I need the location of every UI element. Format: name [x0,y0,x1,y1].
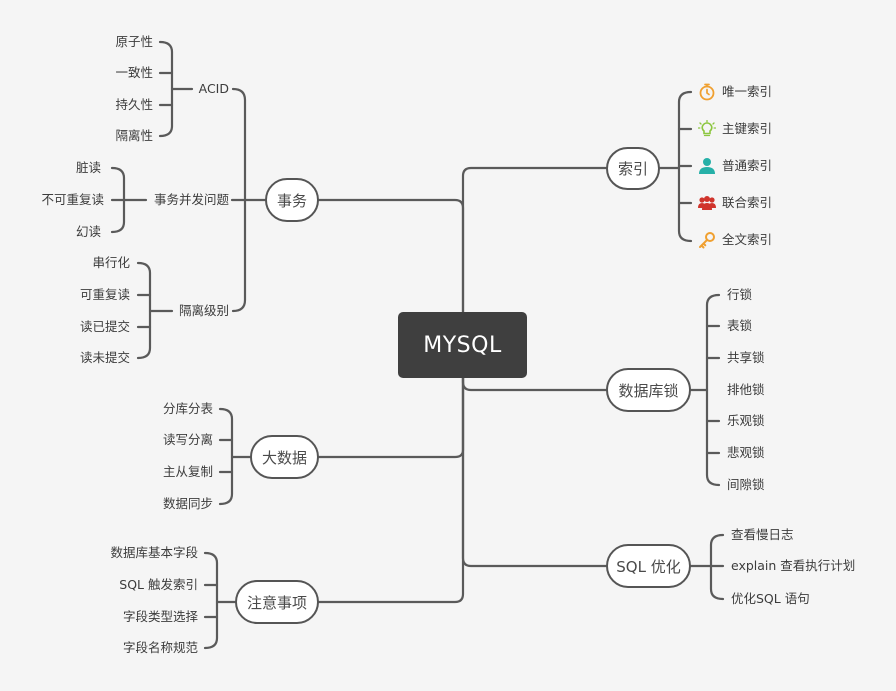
index-item[interactable]: 普通索引 [722,158,773,173]
connector-acid-bracket [158,40,174,138]
lock-item[interactable]: 间隙锁 [727,477,765,492]
group-icon [698,196,716,210]
lightbulb-icon [698,120,716,137]
index-item[interactable]: 唯一索引 [722,84,773,99]
sqlopt-item[interactable]: 优化SQL 语句 [731,591,810,606]
person-icon [699,158,715,174]
lock-item[interactable]: 乐观锁 [727,413,765,428]
isolation-item[interactable]: 串行化 [92,255,130,270]
stopwatch-icon [699,83,715,101]
connector-bigdata-bracket [218,407,234,506]
notes-item[interactable]: SQL 触发索引 [119,577,198,592]
concurrency-item[interactable]: 幻读 [75,224,101,239]
connector-iso-bracket [136,261,152,360]
node-shiwu[interactable]: 事务 [265,178,319,222]
connector-root-locks [461,376,608,392]
index-item[interactable]: 联合索引 [722,195,773,210]
concurrency-item[interactable]: 脏读 [75,160,101,175]
lock-item[interactable]: 行锁 [727,287,753,302]
connector-root-notes [316,376,465,604]
lock-item[interactable]: 表锁 [727,318,753,333]
lock-item[interactable]: 悲观锁 [727,445,765,460]
notes-item[interactable]: 字段类型选择 [122,609,198,624]
index-item[interactable]: 主键索引 [722,121,773,136]
node-locks[interactable]: 数据库锁 [606,368,691,412]
isolation-item[interactable]: 可重复读 [79,287,130,302]
lock-item[interactable]: 共享锁 [727,350,765,365]
group-isolation[interactable]: 隔离级别 [178,303,229,318]
group-acid[interactable]: ACID [198,81,229,96]
lock-item[interactable]: 排他锁 [727,382,765,397]
notes-item[interactable]: 字段名称规范 [122,640,198,655]
acid-item[interactable]: 一致性 [115,65,153,80]
connector-root-shiwu [316,198,465,314]
bigdata-item[interactable]: 读写分离 [162,432,213,447]
connector-root-bigdata [316,376,465,459]
node-notes[interactable]: 注意事项 [235,580,319,624]
key-icon [699,232,715,249]
connector-root-sqlopt [461,376,608,568]
sqlopt-item[interactable]: 查看慢日志 [731,527,794,542]
isolation-item[interactable]: 读未提交 [79,350,130,365]
isolation-item[interactable]: 读已提交 [79,319,130,334]
bigdata-item[interactable]: 数据同步 [162,496,213,511]
connector-locks-bracket [705,293,721,487]
connector-root-index [461,166,608,314]
acid-item[interactable]: 隔离性 [115,128,153,143]
acid-item[interactable]: 持久性 [115,97,153,112]
group-concurrency[interactable]: 事务并发问题 [153,192,229,207]
bigdata-item[interactable]: 主从复制 [162,464,213,479]
node-index[interactable]: 索引 [606,147,660,190]
notes-item[interactable]: 数据库基本字段 [110,545,198,560]
node-sqlopt[interactable]: SQL 优化 [606,544,691,588]
acid-item[interactable]: 原子性 [115,34,153,49]
node-bigdata[interactable]: 大数据 [250,435,319,479]
connector-notes-bracket [203,551,219,650]
bigdata-item[interactable]: 分库分表 [162,401,213,416]
sqlopt-item[interactable]: explain 查看执行计划 [731,558,856,573]
root-node[interactable]: MYSQL [398,312,527,378]
index-item[interactable]: 全文索引 [722,232,773,247]
concurrency-item[interactable]: 不可重复读 [41,192,104,207]
